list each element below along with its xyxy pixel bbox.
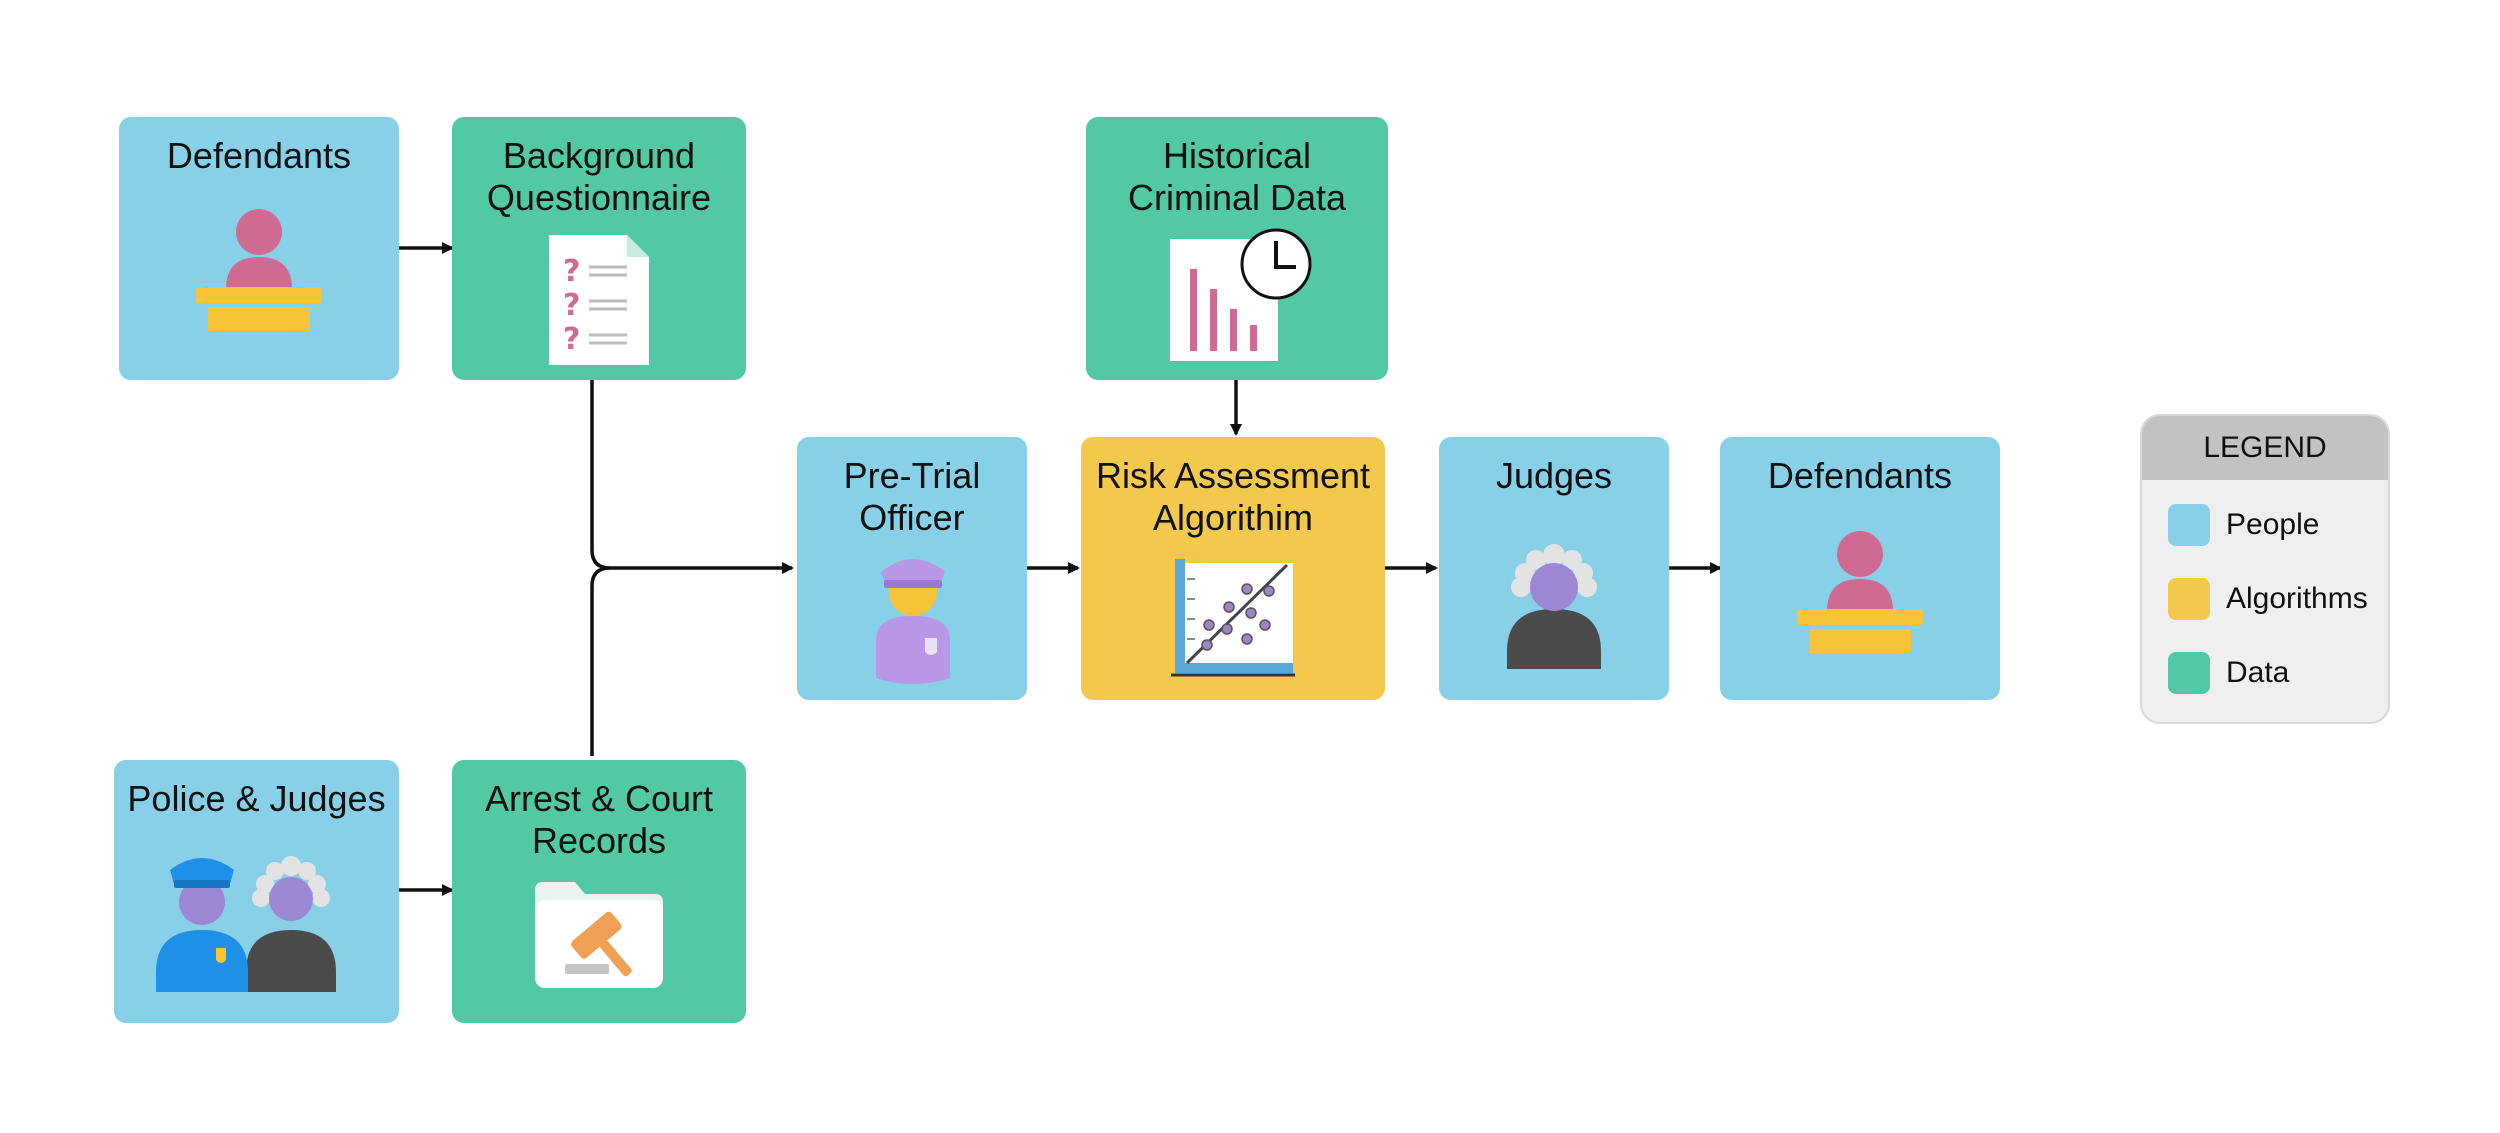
legend-item-algorithms: Algorithms <box>2142 562 2388 636</box>
node-arrest-court-records: Arrest & Court Records <box>452 760 746 1023</box>
node-judges: Judges <box>1439 437 1669 700</box>
node-judges-title: Judges <box>1495 455 1613 496</box>
judge-icon <box>1507 544 1601 669</box>
legend-swatch-data <box>2168 652 2210 694</box>
node-risk-assessment-algorithm: Risk Assessment Algorithim <box>1081 437 1385 700</box>
node-police-and-judges: Police & Judges <box>114 760 399 1023</box>
svg-text:?: ? <box>563 254 580 289</box>
legend-label-data: Data <box>2226 656 2290 689</box>
police-and-judge-icon <box>156 856 336 992</box>
bar-chart-clock-icon <box>1170 228 1312 361</box>
svg-text:?: ? <box>563 322 580 357</box>
node-risk-assessment-algorithm-title: Risk Assessment Algorithim <box>1095 455 1371 538</box>
node-defendants-right-title: Defendants <box>1767 455 1953 496</box>
svg-text:?: ? <box>563 288 580 323</box>
question-document-icon: ??? <box>549 235 649 365</box>
wire-questionnaire-merge <box>590 380 794 574</box>
node-defendants-top-title: Defendants <box>166 135 352 176</box>
node-police-and-judges-title: Police & Judges <box>127 778 386 819</box>
node-defendants-right: Defendants <box>1720 437 2000 700</box>
legend-label-people: People <box>2226 508 2320 541</box>
legend-swatch-algorithms <box>2168 578 2210 620</box>
node-historical-criminal-data-title: Historical Criminal Data <box>1127 135 1347 218</box>
node-pre-trial-officer: Pre-Trial Officer <box>797 437 1027 700</box>
gavel-folder-icon <box>535 882 663 988</box>
wire-arrest-merge <box>590 566 611 756</box>
node-historical-criminal-data: Historical Criminal Data <box>1086 117 1388 380</box>
node-background-questionnaire-title: Background Questionnaire <box>486 135 712 218</box>
officer-icon <box>876 559 950 684</box>
legend-item-data: Data <box>2142 636 2388 710</box>
node-arrest-court-records-title: Arrest & Court Records <box>484 778 714 861</box>
legend-label-algorithms: Algorithms <box>2226 582 2368 615</box>
node-background-questionnaire: Background Questionnaire ??? <box>452 117 746 380</box>
node-pre-trial-officer-title: Pre-Trial Officer <box>843 455 981 538</box>
scatter-plot-icon <box>1171 559 1295 677</box>
defendant-podium-icon <box>196 209 322 331</box>
legend-item-people: People <box>2142 488 2388 562</box>
legend-title: LEGEND <box>2142 416 2388 480</box>
legend-swatch-people <box>2168 504 2210 546</box>
defendant-podium-icon <box>1797 531 1923 653</box>
node-defendants-top: Defendants <box>119 117 399 380</box>
legend: LEGEND People Algorithms Data <box>2140 414 2390 724</box>
